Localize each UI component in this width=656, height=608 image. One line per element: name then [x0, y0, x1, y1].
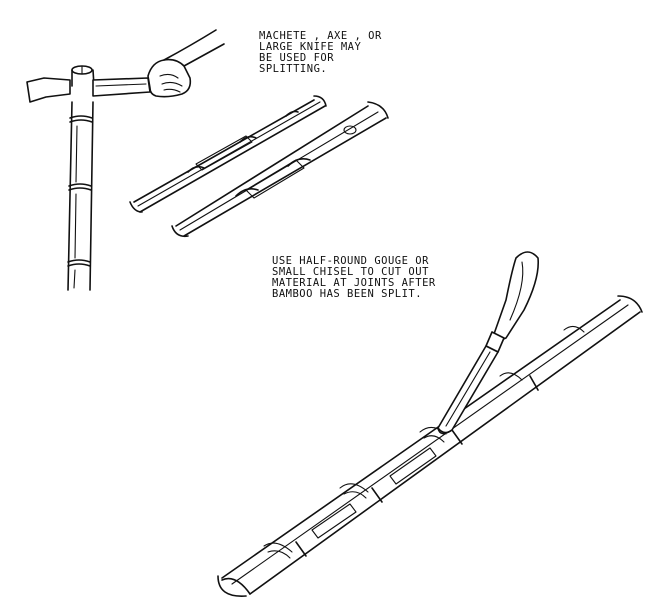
- joint-cut-4: [499, 372, 523, 381]
- caption-line: LARGE KNIFE MAY: [259, 41, 362, 53]
- long-bamboo-half-with-gouge: [217, 251, 643, 597]
- joint-cut-1: [263, 542, 293, 553]
- caption-line: MACHETE , AXE , OR: [259, 30, 382, 42]
- caption-line: BAMBOO HAS BEEN SPLIT.: [272, 288, 423, 300]
- caption-line: SPLITTING.: [259, 63, 328, 75]
- split-bamboo-half-front: [129, 95, 327, 213]
- hand: [147, 58, 192, 98]
- caption-gouge-instructions: USE HALF-ROUND GOUGE OR SMALL CHISEL TO …: [272, 256, 436, 300]
- machete-back: [92, 77, 151, 97]
- split-bamboo-half-back: [171, 101, 389, 238]
- bamboo-pole-with-machete: [26, 29, 225, 291]
- caption-splitting-tools: MACHETE , AXE , OR LARGE KNIFE MAY BE US…: [259, 31, 382, 75]
- caption-line: MATERIAL AT JOINTS AFTER: [272, 277, 436, 289]
- joint-cut-2: [339, 483, 369, 493]
- joint-cut-5: [563, 325, 585, 333]
- machete-blade: [26, 77, 71, 103]
- caption-line: SMALL CHISEL TO CUT OUT: [272, 266, 429, 278]
- gouge-handle: [493, 251, 540, 341]
- caption-line: BE USED FOR: [259, 52, 335, 64]
- caption-line: USE HALF-ROUND GOUGE OR: [272, 255, 429, 267]
